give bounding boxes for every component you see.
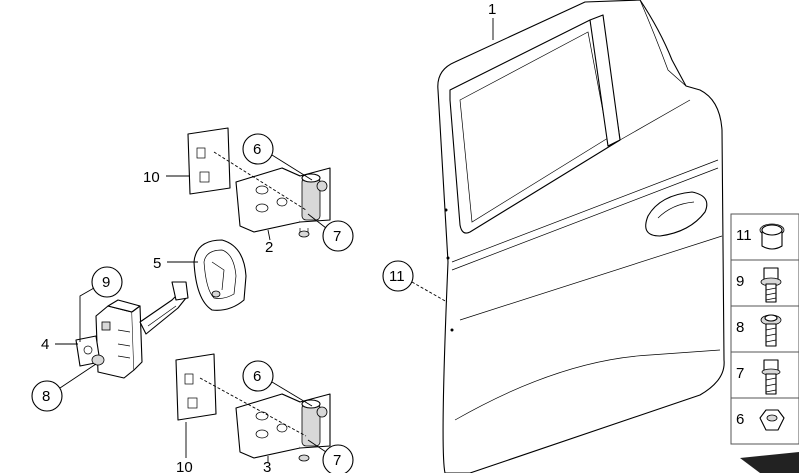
leader-7-lower: [307, 439, 327, 453]
callout-8-circle: [31, 380, 63, 412]
leader-7-lower-dash: [199, 377, 307, 437]
bolt-9-icon: [760, 267, 782, 303]
callout-6-upper: 6: [253, 141, 261, 158]
callout-4: 4: [41, 336, 49, 353]
callout-10-upper: 10: [143, 169, 160, 186]
callout-11: 11: [389, 268, 405, 285]
nut-6-icon: [759, 409, 785, 431]
callout-9-circle: [91, 266, 123, 298]
callout-3: 3: [263, 459, 271, 473]
leader-8: [59, 363, 97, 389]
leader-7-upper: [307, 213, 327, 229]
callout-11-circle: [382, 260, 414, 292]
callout-7-lower-circle: [322, 444, 354, 473]
parts-label-6: 6: [736, 411, 744, 428]
callout-1: 1: [488, 1, 496, 18]
callout-8: 8: [42, 388, 50, 405]
leader-9: [79, 287, 95, 342]
leader-6-lower: [271, 381, 313, 407]
door-check-strap: [75, 281, 189, 379]
callout-6-lower-circle: [242, 360, 274, 392]
bolt-7-icon: [761, 359, 781, 395]
callout-9: 9: [102, 274, 110, 291]
callout-6-lower: 6: [253, 368, 261, 385]
callout-7-upper: 7: [333, 228, 341, 245]
lower-hinge-gasket: [175, 353, 217, 421]
parts-label-9: 9: [736, 273, 744, 290]
callout-7-lower: 7: [333, 452, 341, 469]
leader-7-upper-dash: [213, 151, 307, 211]
callout-7-upper-circle: [322, 220, 354, 252]
parts-label-8: 8: [736, 319, 744, 336]
leader-11: [411, 281, 448, 303]
leader-2: [267, 229, 271, 241]
callout-10-lower: 10: [176, 459, 193, 473]
callout-2: 2: [265, 239, 273, 256]
parts-label-7: 7: [736, 365, 744, 382]
parts-box-8: [730, 305, 799, 353]
leader-6-upper: [271, 154, 313, 181]
upper-hinge-gasket: [187, 127, 231, 195]
bolt-8-icon: [760, 314, 782, 347]
door-check-housing: [193, 239, 247, 311]
callout-6-upper-circle: [242, 133, 274, 165]
rear-door-shell: [437, 0, 799, 473]
parts-label-11: 11: [736, 227, 752, 244]
clip-icon: [759, 223, 785, 250]
callout-5: 5: [153, 255, 161, 272]
small-parts-column: 11 9 8 7: [730, 213, 799, 445]
lower-hinge: [235, 393, 331, 462]
upper-hinge: [235, 167, 331, 238]
